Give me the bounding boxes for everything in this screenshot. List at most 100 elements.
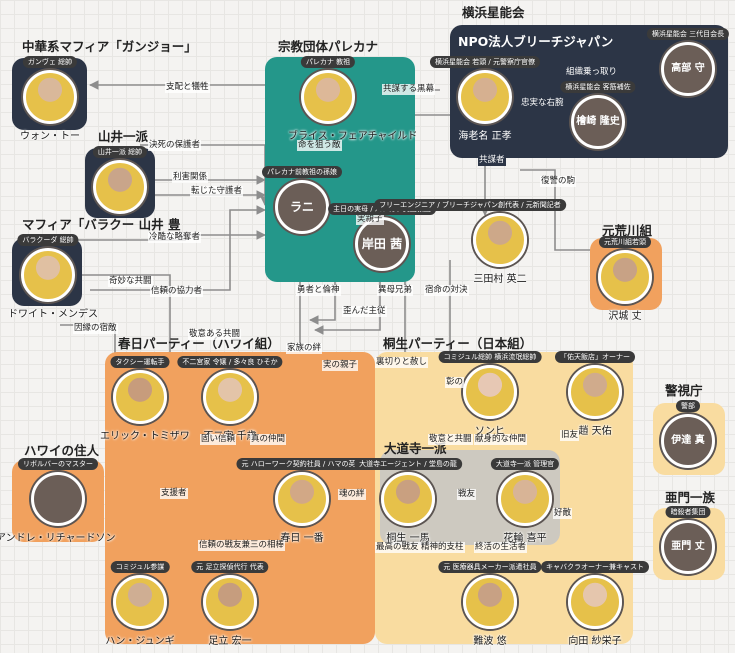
node-placeholder: 檜崎 隆史 — [571, 95, 625, 149]
node-badge: 横浜星能会 客筋補佐 — [560, 81, 636, 93]
portrait-icon — [463, 365, 517, 419]
node-placeholder — [31, 472, 85, 526]
node-name: エリック・トミザワ — [100, 431, 190, 442]
node-badge: 横浜星能会 若頭 / 元警察庁官僚 — [429, 56, 541, 68]
node-name: 花輪 喜平 — [503, 533, 547, 544]
edge-label: 信頼の協力者 — [150, 286, 204, 297]
node-nanba[interactable]: 元 医療器具メーカー派遣社員 難波 悠 — [438, 561, 542, 647]
edge-label: 利害関係 — [172, 172, 209, 183]
edge-label: 戦友 — [457, 489, 477, 500]
node-placeholder: 岸田 茜 — [355, 217, 409, 271]
node-eric[interactable]: タクシー運転手 エリック・トミザワ — [100, 356, 190, 442]
edge-label: 勇者と倫神 — [296, 285, 341, 296]
node-placeholder: 亜門 丈 — [661, 520, 715, 574]
edge-label: 共謀者 — [478, 155, 506, 166]
node-kiryu[interactable]: 大道寺エージェント / 堂島の龍 桐生 一馬 — [354, 458, 462, 544]
node-date[interactable]: 警部 伊達 真 — [648, 400, 728, 468]
node-name: 桐生 一馬 — [386, 533, 430, 544]
portrait-icon — [568, 575, 622, 629]
edge-label: 実の親子 — [322, 360, 359, 371]
portrait-icon — [473, 213, 527, 267]
node-saeko[interactable]: キャバクラオーナー兼キャスト 向田 紗栄子 — [541, 561, 649, 647]
node-sawashiro[interactable]: 元荒川組若頭 沢城 丈 — [585, 236, 665, 322]
node-yamai[interactable]: 山井一派 総帥 — [80, 146, 160, 217]
node-placeholder: 高部 守 — [661, 42, 715, 96]
node-badge: 警部 — [676, 400, 700, 412]
edge-label: 支配と犠牲 — [165, 82, 210, 93]
node-bryce[interactable]: パレカナ 教祖 ブライス・フェアチャイルド — [288, 56, 418, 142]
group-label: NPO法人ブリーチジャパン — [458, 34, 614, 49]
node-amon[interactable]: 暗殺者集団 亜門 丈 — [648, 506, 728, 574]
node-name: ソンヒ — [475, 426, 505, 437]
node-andre[interactable]: リボルバーのマスター アンドレ・リチャードソン — [0, 458, 116, 544]
node-ebina[interactable]: 横浜星能会 若頭 / 元警察庁官僚 海老名 正孝 — [429, 56, 541, 142]
edge-label: 決死の保護者 — [148, 140, 202, 151]
node-badge: 大道寺一派 管理官 — [490, 458, 560, 470]
edge-label: 家族の絆 — [286, 343, 323, 354]
node-rani[interactable]: パレカナ前教祖の孫娘 ラニ — [262, 166, 342, 234]
group-label: 山井一派 — [98, 129, 149, 144]
edge-label: 最高の戦友 — [375, 542, 420, 553]
edge-label: 冷酷な略奪者 — [148, 232, 202, 243]
edge-label: 忠実な右腕 — [520, 98, 565, 109]
node-zhao[interactable]: 「佑天飯店」オーナー 趙 天佑 — [555, 351, 635, 437]
edge-label: 敬意と共闘 — [428, 434, 473, 445]
node-name: 沢城 丈 — [608, 311, 642, 322]
node-kishida[interactable]: 主日の実母 / パレカナ美国教団 岸田 茜 — [328, 203, 436, 271]
node-name: 難波 悠 — [473, 636, 507, 647]
node-badge: リボルバーのマスター — [18, 458, 98, 470]
node-chitose[interactable]: 不二宮家 令嬢 / 多々良 ひそか 不二宮 千歳 — [177, 356, 283, 442]
edge-label: 敬意ある共闘 — [188, 329, 242, 340]
node-badge: パレカナ 教祖 — [300, 56, 356, 68]
portrait-icon — [21, 248, 75, 302]
node-kasuga[interactable]: 元 ハローワーク契約社員 / ハマの英雄 春日 一番 — [236, 458, 368, 544]
group-label: 横浜星能会 — [462, 5, 525, 20]
edge-label: 支援者 — [160, 488, 188, 499]
node-hanawa[interactable]: 大道寺一派 管理官 花輪 喜平 — [485, 458, 565, 544]
edge-label: 復讐の駒 — [540, 176, 577, 187]
group-label: ハワイの住人 — [24, 443, 100, 458]
node-takabe[interactable]: 横浜星能会 三代目会長 高部 守 — [646, 28, 730, 96]
node-badge: 横浜星能会 三代目会長 — [646, 28, 730, 40]
node-badge: フリーエンジニア / ブリーチジャパン創代表 / 元新聞記者 — [374, 199, 566, 211]
edge-label: 奇妙な共闘 — [108, 276, 153, 287]
edge-label: 組織乗っ取り — [565, 67, 619, 78]
node-name: ブライス・フェアチャイルド — [288, 131, 418, 142]
node-badge: 元 医療器具メーカー派遣社員 — [438, 561, 542, 573]
node-hanjun[interactable]: コミジュル参謀 ハン・ジュンギ — [100, 561, 180, 647]
node-wong[interactable]: ガンヴェ 総帥 ウォン・トー — [10, 56, 90, 142]
edge-label: 宿命の対決 — [424, 285, 469, 296]
node-name: ハン・ジュンギ — [105, 636, 175, 647]
node-sonhi[interactable]: コミジュル総帥 横浜流氓総帥 ソンヒ — [438, 351, 542, 437]
node-dwight[interactable]: バラクーダ 総帥 ドワイト・メンデス — [8, 234, 98, 320]
node-hiyama[interactable]: 横浜星能会 客筋補佐 檜崎 隆史 — [558, 81, 638, 149]
portrait-icon — [301, 70, 355, 124]
group-label: マフィア「バラクー 山井 豊 — [22, 217, 181, 232]
group-label: 元荒川組 — [602, 223, 653, 238]
node-name: 向田 紗栄子 — [568, 636, 622, 647]
node-badge: タクシー運転手 — [110, 356, 170, 368]
node-badge: 大道寺エージェント / 堂島の龍 — [354, 458, 462, 470]
edge-label: 転じた守護者 — [190, 186, 244, 197]
portrait-icon — [598, 250, 652, 304]
node-name: アンドレ・リチャードソン — [0, 533, 116, 544]
portrait-icon — [568, 365, 622, 419]
node-placeholder: ラニ — [275, 180, 329, 234]
portrait-icon — [458, 70, 512, 124]
node-badge: キャバクラオーナー兼キャスト — [541, 561, 649, 573]
node-mitsui[interactable]: フリーエンジニア / ブリーチジャパン創代表 / 元新聞記者 三田村 英二 — [374, 199, 566, 285]
node-badge: 暗殺者集団 — [665, 506, 711, 518]
node-adachi[interactable]: 元 足立探偵代行 代表 足立 宏一 — [190, 561, 270, 647]
portrait-icon — [203, 575, 257, 629]
node-name: 三田村 英二 — [473, 274, 527, 285]
portrait-icon — [203, 370, 257, 424]
edge-label: 彰の — [445, 377, 465, 388]
portrait-icon — [463, 575, 517, 629]
node-badge: コミジュル総帥 横浜流氓総帥 — [438, 351, 542, 363]
node-name: 春日 一番 — [280, 533, 324, 544]
node-badge: 「佑天飯店」オーナー — [555, 351, 635, 363]
node-placeholder: 伊達 真 — [661, 414, 715, 468]
portrait-icon — [113, 575, 167, 629]
portrait-icon — [93, 160, 147, 214]
